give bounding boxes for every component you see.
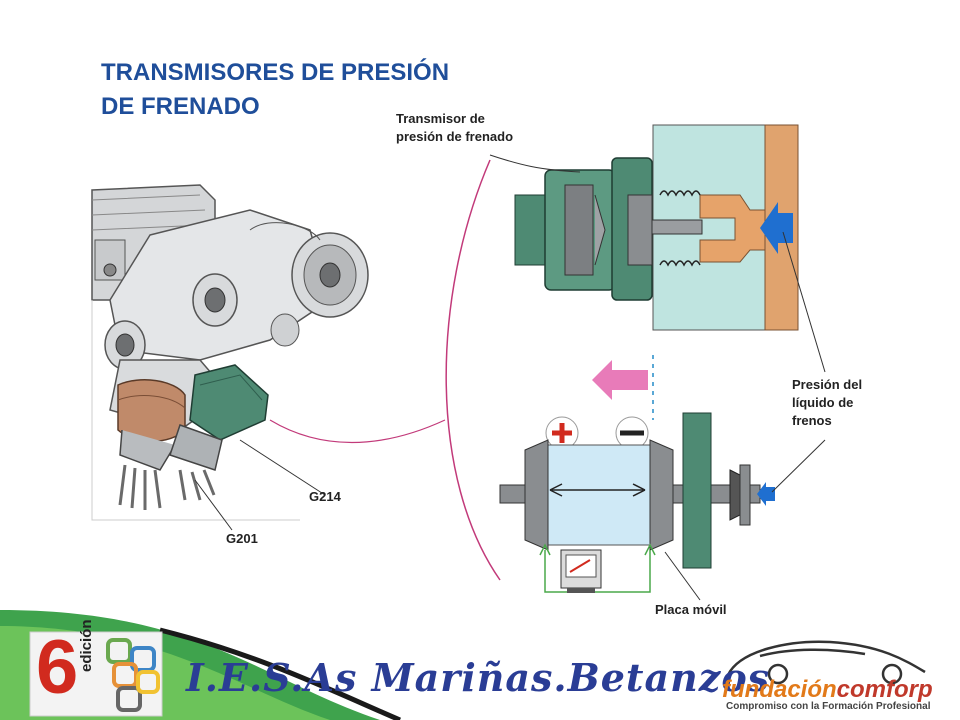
zoom-connector [269, 419, 446, 444]
capacitor-schematic [499, 355, 826, 601]
page-title: TRANSMISORES DE PRESIÓN DE FRENADO [101, 56, 449, 124]
brand-tagline: Compromiso con la Formación Profesional [726, 701, 931, 712]
label-placa-movil: Placa móvil [655, 602, 727, 617]
car-logo [726, 640, 926, 685]
label-presion-line-1: Presión del [792, 377, 863, 392]
label-g214: G214 [309, 489, 341, 504]
brand-suffix: comforp [836, 676, 933, 703]
edition-word: edición [78, 619, 95, 672]
label-transmisor-line-1: Transmisor de [396, 111, 485, 126]
plus-icon [545, 416, 579, 450]
label-g201: G201 [226, 531, 258, 546]
school-name: I.E.S.As Mariñas.Betanzos [186, 655, 771, 700]
edition-logo [29, 631, 163, 717]
valve-assembly [91, 184, 369, 531]
title-line-2: DE FRENADO [101, 93, 260, 120]
minus-icon [615, 416, 649, 450]
brand-prefix: fundación [722, 676, 837, 703]
edition-number: 6 [36, 625, 79, 710]
magnifier-arc [445, 159, 501, 581]
transmitter-section [489, 124, 826, 373]
title-line-1: TRANSMISORES DE PRESIÓN [101, 59, 450, 86]
brand-logo-text: fundacióncomforp [722, 676, 933, 704]
label-transmisor-line-2: presión de frenado [396, 129, 514, 144]
label-presion-line-2: líquido de [792, 395, 854, 410]
label-transmisor: Transmisor de presión de frenado [396, 110, 513, 146]
label-presion-line-3: frenos [792, 413, 832, 428]
label-presion: Presión del líquido de frenos [792, 376, 862, 430]
